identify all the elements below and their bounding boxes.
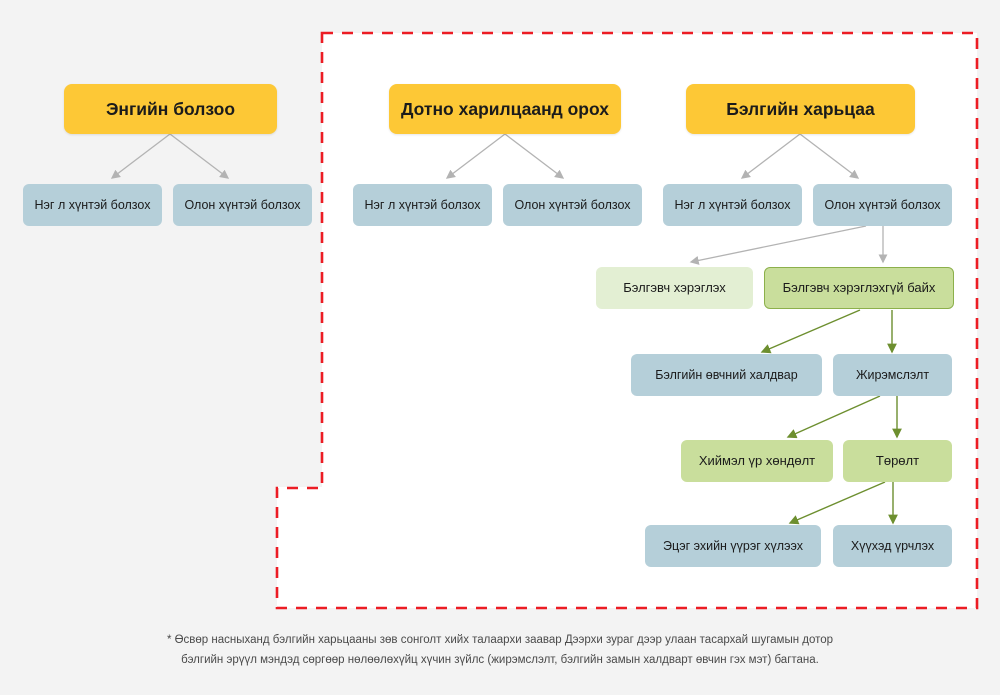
node-no-condom[interactable]: Бэлгэвч хэрэглэхгүй байх (764, 267, 954, 309)
figure-caption: * Өсвөр насныханд бэлгийн харьцааны зөв … (0, 630, 1000, 670)
node-sexual-relation[interactable]: Бэлгийн харьцаа (686, 84, 915, 134)
node-many-partners-b[interactable]: Олон хүнтэй болзох (503, 184, 642, 226)
node-one-partner-a[interactable]: Нэг л хүнтэй болзох (23, 184, 162, 226)
node-birth[interactable]: Төрөлт (843, 440, 952, 482)
node-intimate-relationship[interactable]: Дотно харилцаанд орох (389, 84, 621, 134)
node-one-partner-b[interactable]: Нэг л хүнтэй болзох (353, 184, 492, 226)
caption-line-1: * Өсвөр насныханд бэлгийн харьцааны зөв … (166, 634, 834, 646)
caption-line-2: бэлгийн эрүүл мэндэд сөргөөр нөлөөлөхүйц… (181, 654, 819, 667)
node-use-condom[interactable]: Бэлгэвч хэрэглэх (596, 267, 753, 309)
node-pregnancy[interactable]: Жирэмслэлт (833, 354, 952, 396)
node-adoption[interactable]: Хүүхэд үрчлэх (833, 525, 952, 567)
node-abortion[interactable]: Хиймэл үр хөндөлт (681, 440, 833, 482)
node-one-partner-c[interactable]: Нэг л хүнтэй болзох (663, 184, 802, 226)
node-sti-infection[interactable]: Бэлгийн өвчний халдвар (631, 354, 822, 396)
node-many-partners-a[interactable]: Олон хүнтэй болзох (173, 184, 312, 226)
node-many-partners-c[interactable]: Олон хүнтэй болзох (813, 184, 952, 226)
node-parenting-duty[interactable]: Эцэг эхийн үүрэг хүлээх (645, 525, 821, 567)
node-plain-date[interactable]: Энгийн болзоо (64, 84, 277, 134)
